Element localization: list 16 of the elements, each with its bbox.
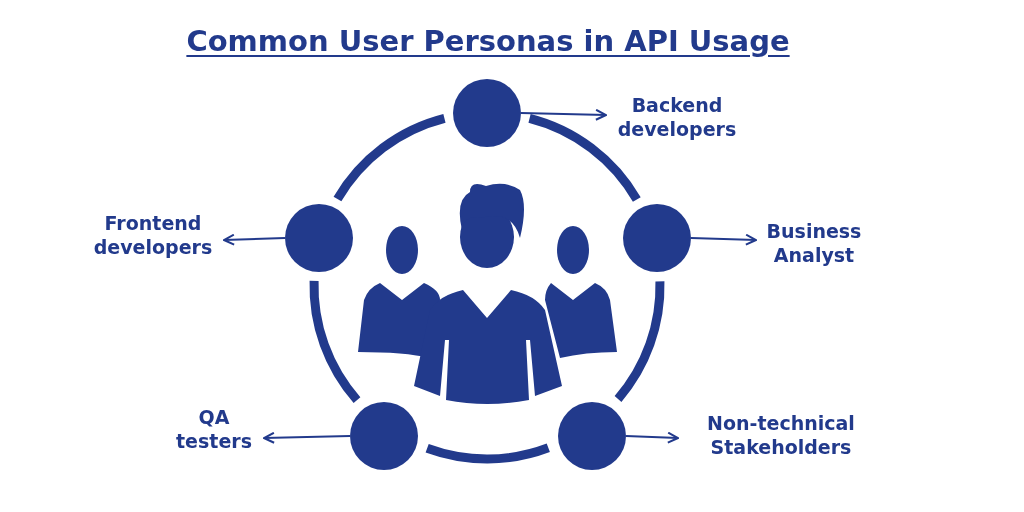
persona-label: Non-technical Stakeholders [684, 410, 878, 462]
persona-label: QA testers [170, 404, 258, 456]
ring-arc [528, 114, 641, 202]
arrow [625, 431, 679, 444]
arrow [223, 233, 286, 246]
persona-label: Business Analyst [762, 218, 866, 270]
arrow [690, 233, 757, 246]
persona-label: Backend developers [612, 92, 742, 144]
ring-arc [425, 443, 550, 464]
arrow [263, 431, 351, 444]
title: Common User Personas in API Usage [185, 24, 791, 59]
ring-arc [333, 114, 446, 202]
ring-arc [309, 280, 361, 403]
ring-arc [614, 281, 665, 402]
persona-label: Frontend developers [88, 210, 218, 262]
arrow [520, 108, 607, 121]
